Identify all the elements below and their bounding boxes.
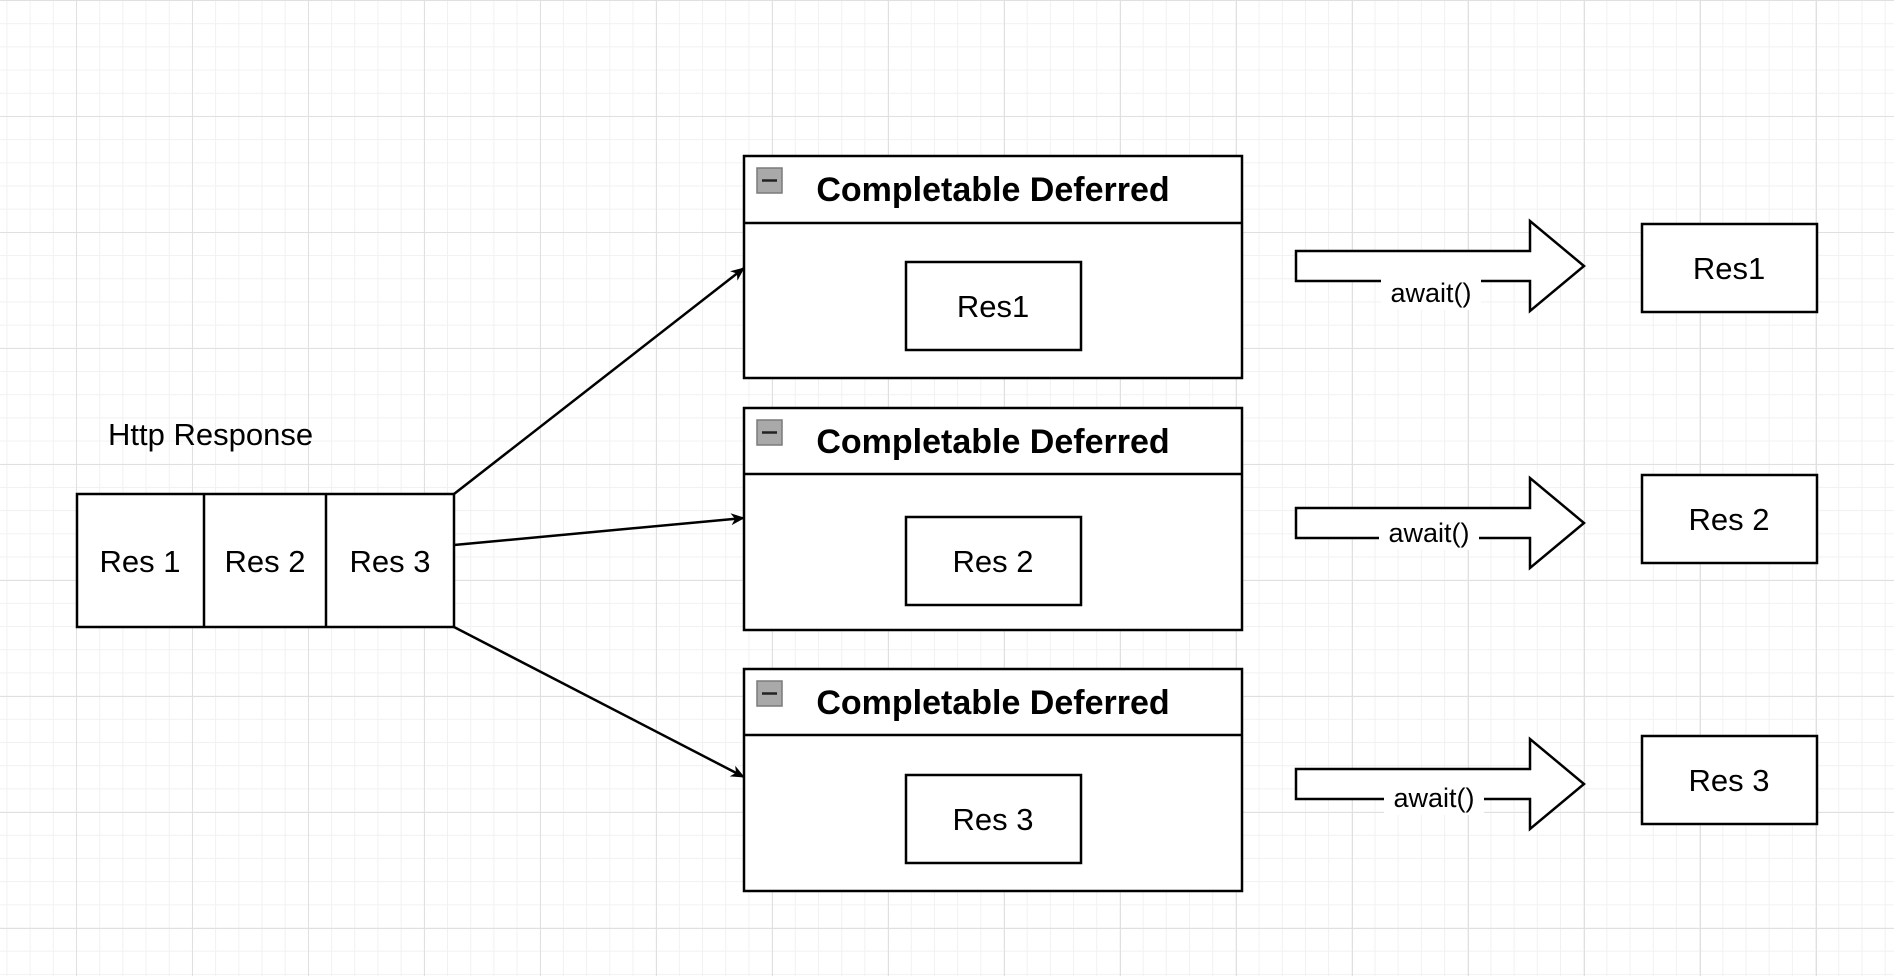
connector-arrow[interactable] <box>453 625 745 779</box>
deferred-inner-label: Res 2 <box>953 544 1034 579</box>
result-box[interactable]: Res 2 <box>1640 473 1819 565</box>
result-box[interactable]: Res1 <box>1640 222 1819 314</box>
deferred-inner-label: Res 3 <box>953 802 1034 837</box>
response-segment: Res 1 <box>100 544 181 579</box>
connector-arrow[interactable] <box>453 513 745 547</box>
result-label: Res 2 <box>1689 502 1770 537</box>
response-segment: Res 2 <box>225 544 306 579</box>
deferred-inner-box[interactable] <box>904 260 1083 352</box>
completable-deferred-container[interactable]: Completable Deferred Res1 <box>742 154 1244 380</box>
completable-deferred-container[interactable]: Completable Deferred Res 2 <box>742 406 1244 632</box>
http-response-label: Http Response <box>108 417 313 452</box>
await-block-arrow[interactable]: await() <box>1294 218 1586 314</box>
minus-square-icon[interactable] <box>756 680 783 707</box>
await-block-arrow[interactable]: await() <box>1294 475 1586 571</box>
result-label: Res 3 <box>1689 763 1770 798</box>
deferred-title: Completable Deferred <box>816 171 1169 209</box>
deferred-inner-label: Res1 <box>957 289 1029 324</box>
connector-arrow[interactable] <box>453 267 745 495</box>
result-label: Res1 <box>1693 251 1765 286</box>
minus-square-icon[interactable] <box>756 167 783 194</box>
deferred-title: Completable Deferred <box>816 423 1169 461</box>
result-box[interactable]: Res 3 <box>1640 734 1819 826</box>
deferred-inner-box[interactable] <box>904 773 1083 865</box>
completable-deferred-container[interactable]: Completable Deferred Res 3 <box>742 667 1244 893</box>
await-label: await() <box>1388 518 1469 548</box>
await-label: await() <box>1390 278 1471 308</box>
deferred-inner-box[interactable] <box>904 515 1083 607</box>
response-segment: Res 3 <box>350 544 431 579</box>
http-response-box[interactable]: Res 1 Res 2 Res 3 <box>75 492 456 629</box>
minus-square-icon[interactable] <box>756 419 783 446</box>
await-block-arrow[interactable]: await() <box>1294 736 1586 832</box>
await-label: await() <box>1393 783 1474 813</box>
deferred-title: Completable Deferred <box>816 684 1169 722</box>
